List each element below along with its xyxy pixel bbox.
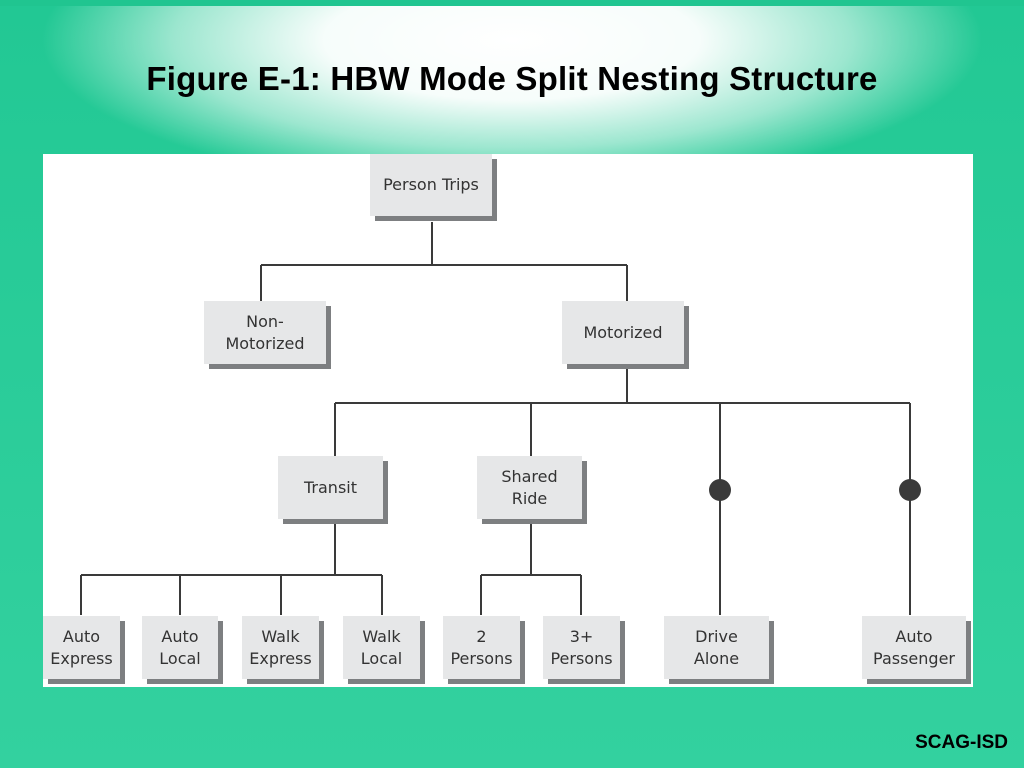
node-drive-alone: Drive Alone [664,616,769,679]
node-label: Non-Motorized [225,311,305,353]
node-label: Auto Local [159,626,201,668]
nesting-diagram: Person Trips Non-Motorized Motorized Tra… [43,154,973,687]
node-label: Walk Local [360,626,403,668]
node-label: Walk Express [249,626,312,668]
node-label: 2 Persons [450,626,513,668]
node-shared-ride: Shared Ride [477,456,582,519]
footer-label: SCAG-ISD [915,732,1008,753]
node-motorized: Motorized [562,301,684,364]
node-label: Shared Ride [501,466,558,508]
node-label: Auto Passenger [873,626,955,668]
node-person-trips: Person Trips [370,154,492,216]
node-transit: Transit [278,456,383,519]
nest-node-dot [899,479,921,501]
node-label: Motorized [583,322,663,342]
connector-lines [80,222,921,615]
node-label: Person Trips [383,175,479,194]
node-label: Drive Alone [693,626,740,668]
node-auto-passenger: Auto Passenger [862,616,966,679]
node-walk-local: Walk Local [343,616,420,679]
node-two-persons: 2 Persons [443,616,520,679]
node-non-motorized: Non-Motorized [204,301,326,364]
node-label: Transit [304,477,357,497]
node-auto-local: Auto Local [142,616,218,679]
nest-node-dot [709,479,731,501]
node-label: 3+ Persons [550,626,613,668]
title-glow [0,0,1024,160]
slide-title: Figure E-1: HBW Mode Split Nesting Struc… [146,60,878,97]
node-walk-express: Walk Express [242,616,319,679]
node-label: Auto Express [50,626,113,668]
node-three-plus-persons: 3+ Persons [543,616,620,679]
node-auto-express: Auto Express [43,616,120,679]
top-edge [0,0,1024,6]
